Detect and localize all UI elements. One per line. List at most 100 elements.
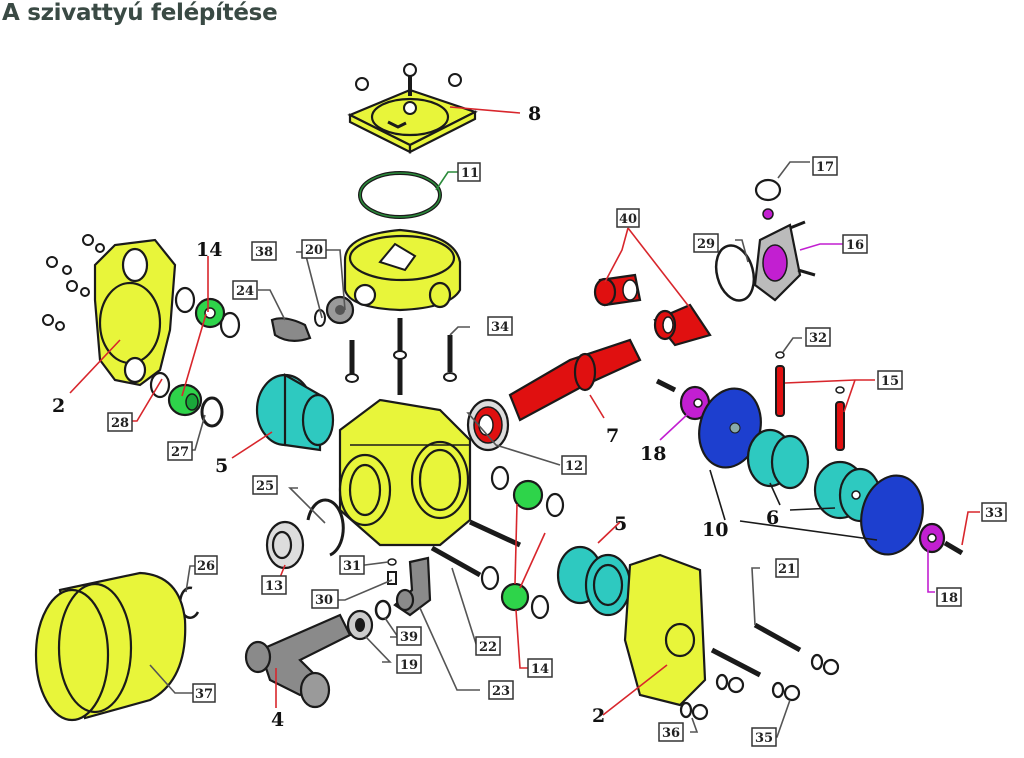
svg-text:34: 34 [491,320,509,335]
part-6-hub-a [746,428,810,490]
svg-text:22: 22 [479,640,497,655]
label-5-right: 5 [614,513,627,535]
boxed-label-23: 23 [488,680,514,700]
part-main-body [338,398,472,547]
part-8-top-cover [347,63,478,154]
part-15-pin-a [775,365,785,417]
part-2-left-head [93,238,177,387]
boxed-label-31: 31 [339,555,365,575]
part-22-stud [430,545,482,578]
part-17-cap-nut [754,178,782,202]
svg-text:12: 12 [565,459,583,474]
label-18-left: 18 [640,443,666,465]
boxed-label-13: 13 [261,575,287,595]
label-8: 8 [528,103,541,125]
part-12-bearing [466,398,510,452]
boxed-label-20: 20 [301,239,327,259]
svg-text:38: 38 [255,245,273,260]
svg-text:37: 37 [195,687,213,702]
svg-text:29: 29 [697,237,715,252]
svg-text:14: 14 [531,662,549,677]
svg-text:15: 15 [881,374,899,389]
boxed-label-34: 34 [487,316,513,336]
part-upper-manifold [343,228,462,312]
svg-text:27: 27 [171,445,189,460]
boxed-label-22: 22 [475,636,501,656]
part-33-bolt [943,540,964,556]
boxed-label-36: 36 [658,722,684,742]
part-18-disc-upper [655,378,711,421]
label-4: 4 [271,709,284,731]
part-37-cover-cup [34,571,187,722]
svg-text:21: 21 [778,562,796,577]
boxed-label-17: 17 [812,156,838,176]
part-14-valve-upper-right [512,479,544,511]
part-2-right-head [623,553,707,707]
part-14-valve-upper-left [194,297,226,329]
svg-text:39: 39 [400,630,418,645]
part-39-oring [374,599,392,621]
label-10: 10 [702,519,728,541]
svg-text:24: 24 [236,284,254,299]
boxed-label-30: 30 [311,589,339,609]
boxed-label-33: 33 [981,502,1007,522]
svg-text:33: 33 [985,506,1003,521]
boxed-label-24: 24 [232,280,258,300]
part-19-seal [346,609,374,641]
boxed-label-25: 25 [252,475,278,495]
svg-text:13: 13 [265,579,283,594]
part-18-disc-lower [918,522,946,554]
svg-text:31: 31 [343,559,361,574]
boxed-label-39: 39 [396,626,422,646]
part-15-pin-b [835,401,845,451]
boxed-label-19: 19 [396,654,422,674]
part-16-regulator [753,208,816,302]
boxed-label-12: 12 [561,455,587,475]
label-7: 7 [606,425,619,447]
boxed-label-38: 38 [251,241,277,261]
svg-text:40: 40 [619,212,637,227]
boxed-label-15: 15 [877,370,903,390]
boxed-label-14: 14 [527,658,553,678]
part-5-piston-left [255,373,335,452]
part-29-oring [714,244,756,302]
part-left-nuts [42,234,105,331]
svg-text:20: 20 [305,243,323,258]
boxed-label-11: 11 [457,162,481,182]
boxed-label-40: 40 [616,208,640,228]
boxed-label-18: 18 [936,587,962,607]
part-7-shaft [508,338,642,422]
part-4-suction-manifold [244,613,352,709]
svg-text:35: 35 [755,731,773,746]
part-20-nut [325,295,355,325]
part-14-valve-lower-right [500,582,530,612]
svg-text:30: 30 [315,593,333,608]
svg-text:19: 19 [400,658,418,673]
part-21-stud [753,622,802,653]
boxed-label-21: 21 [775,558,799,578]
svg-text:32: 32 [809,331,827,346]
part-31-washer [387,558,397,566]
part-35-nuts [771,653,840,702]
part-14-valve-lower-left [167,383,203,417]
part-36-nuts [679,673,745,721]
label-14-top: 14 [196,239,222,261]
boxed-label-37: 37 [192,683,216,703]
boxed-label-32: 32 [805,327,831,347]
boxed-label-27: 27 [167,441,193,461]
leader-lines [69,106,980,738]
svg-text:16: 16 [846,238,864,253]
svg-text:11: 11 [461,166,479,181]
part-34-bolts [345,318,457,395]
part-40-conrods [593,273,712,347]
svg-text:25: 25 [256,479,274,494]
diagram-title: A szivattyú felépítése [2,0,278,26]
part-27-oring [200,396,224,428]
label-2-left: 2 [52,395,65,417]
part-25-circlip [306,498,345,557]
part-10-diaphragm-lower [860,474,924,556]
boxed-label-35: 35 [751,727,777,747]
svg-text:23: 23 [492,684,510,699]
boxed-label-28: 28 [107,412,133,432]
